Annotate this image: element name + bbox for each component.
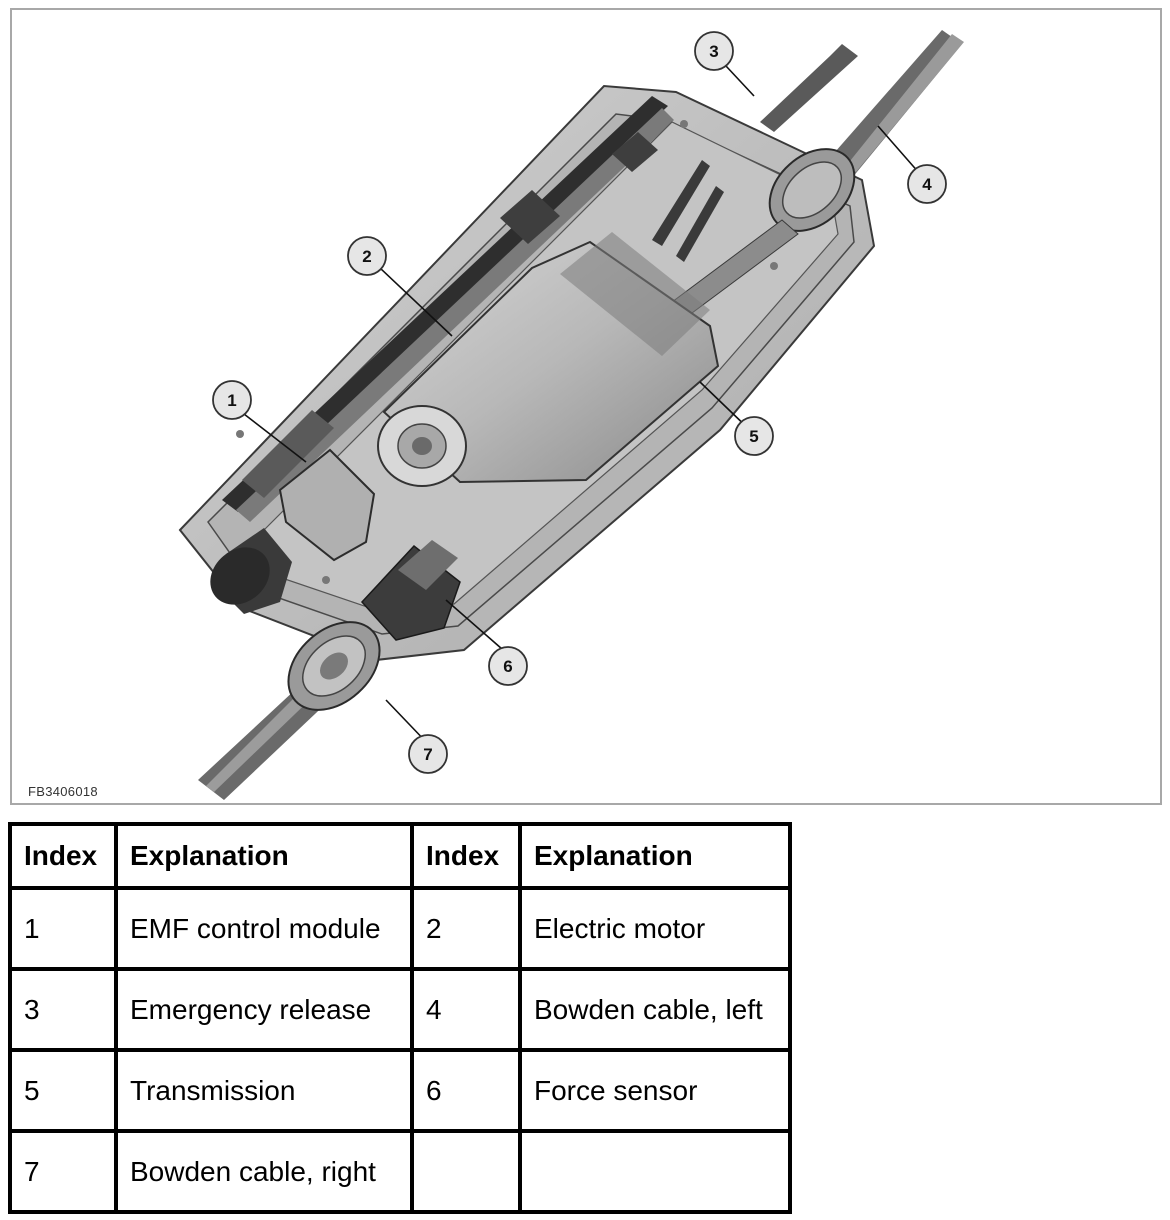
emf-actuator-illustration: 1 2 3 4 5 6 7 <box>178 30 964 800</box>
header-index-2: Index <box>410 822 522 890</box>
explanation-cell: Emergency release <box>114 967 414 1052</box>
emf-control-module <box>210 410 376 614</box>
emergency-release-lever <box>652 160 724 262</box>
explanation-cell: Electric motor <box>518 886 792 971</box>
callout-3-label: 3 <box>709 42 718 61</box>
table-row: 3 Emergency release 4 Bowden cable, left <box>8 967 792 1052</box>
index-cell: 6 <box>410 1048 522 1133</box>
index-cell: 5 <box>8 1048 118 1133</box>
bowden-cable-left <box>760 30 964 178</box>
index-cell: 3 <box>8 967 118 1052</box>
bowden-cable-right <box>198 676 334 800</box>
callout-1: 1 <box>212 380 252 420</box>
index-cell: 7 <box>8 1129 118 1214</box>
electric-motor <box>377 232 720 487</box>
callout-6-label: 6 <box>503 657 512 676</box>
index-cell: 1 <box>8 886 118 971</box>
callout-7: 7 <box>408 734 448 774</box>
table-row: 5 Transmission 6 Force sensor <box>8 1048 792 1133</box>
callout-3: 3 <box>694 31 734 71</box>
callout-7-label: 7 <box>423 745 432 764</box>
index-cell: 4 <box>410 967 522 1052</box>
explanation-cell: Transmission <box>114 1048 414 1133</box>
index-cell: 2 <box>410 886 522 971</box>
callout-2: 2 <box>347 236 387 276</box>
housing-details <box>236 120 778 584</box>
legend-header-row: Index Explanation Index Explanation <box>8 822 792 890</box>
header-explanation-1: Explanation <box>114 822 414 890</box>
callout-1-label: 1 <box>227 391 236 410</box>
explanation-cell: Force sensor <box>518 1048 792 1133</box>
end-gear-bottom <box>287 621 381 711</box>
table-row: 1 EMF control module 2 Electric motor <box>8 886 792 971</box>
index-cell <box>410 1129 522 1214</box>
explanation-cell <box>518 1129 792 1214</box>
explanation-cell: Bowden cable, left <box>518 967 792 1052</box>
end-gear-top <box>768 148 856 232</box>
figure-code: FB3406018 <box>28 784 98 799</box>
legend-table: Index Explanation Index Explanation 1 EM… <box>8 822 792 1214</box>
header-index-1: Index <box>8 822 118 890</box>
explanation-cell: Bowden cable, right <box>114 1129 414 1214</box>
callout-4-label: 4 <box>922 175 932 194</box>
callout-4: 4 <box>907 164 947 204</box>
callout-5-label: 5 <box>749 427 758 446</box>
callout-5: 5 <box>734 416 774 456</box>
callout-2-label: 2 <box>362 247 371 266</box>
header-explanation-2: Explanation <box>518 822 792 890</box>
callout-6: 6 <box>488 646 528 686</box>
explanation-cell: EMF control module <box>114 886 414 971</box>
table-row: 7 Bowden cable, right <box>8 1129 792 1214</box>
figure-frame: 1 2 3 4 5 6 7 FB3406018 <box>10 8 1162 805</box>
